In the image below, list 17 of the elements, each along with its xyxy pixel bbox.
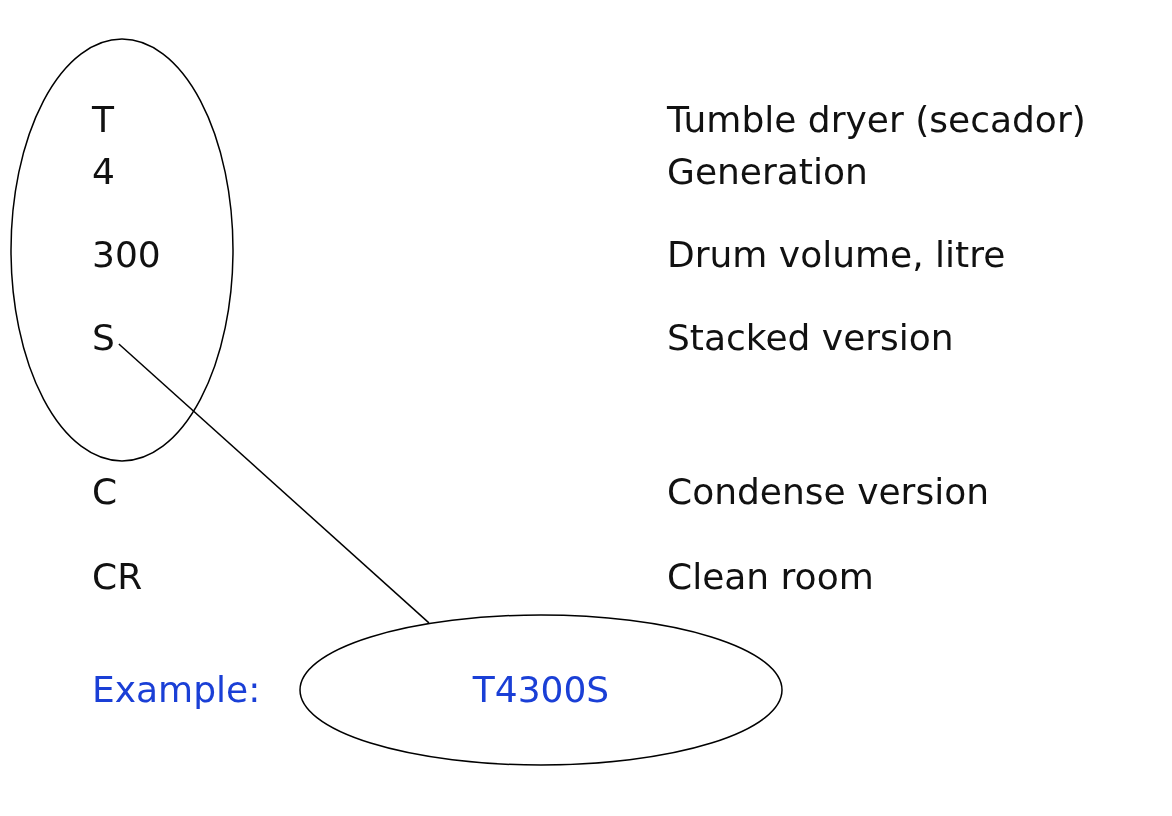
code-letter: T <box>92 98 114 142</box>
code-text: Clean room <box>667 555 874 599</box>
leader-line <box>118 343 430 624</box>
code-text: Tumble dryer (secador) <box>667 98 1086 142</box>
code-letter: 300 <box>92 233 161 277</box>
example-ellipse <box>299 614 783 766</box>
code-group-ellipse <box>10 38 234 462</box>
code-text: C <box>92 470 118 514</box>
code-text: Condense version <box>667 470 989 514</box>
code-text: Stacked version <box>667 316 954 360</box>
example-label: Example: <box>92 668 261 712</box>
code-letter: S <box>92 316 115 360</box>
code-text: CR <box>92 555 143 599</box>
code-letter: 4 <box>92 150 115 194</box>
example-code: T4300S <box>472 668 610 712</box>
code-text: Generation <box>667 150 868 194</box>
code-text: Drum volume, litre <box>667 233 1006 277</box>
